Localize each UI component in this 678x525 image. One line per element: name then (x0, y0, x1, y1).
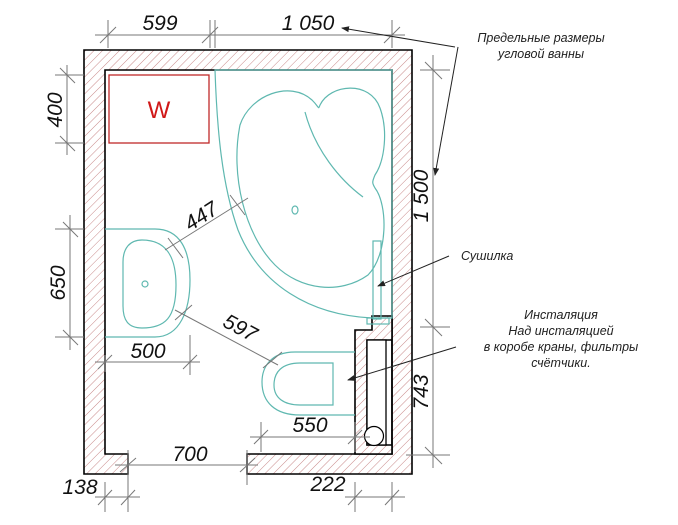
bath-limits-note-line2: угловой ванны (497, 47, 584, 61)
dim-right-lower: 743 (410, 374, 433, 409)
bath-outline (214, 69, 393, 319)
dimension-lines (55, 20, 450, 512)
toilet-outer (261, 351, 355, 416)
dim-right-main: 1 500 (410, 169, 433, 222)
dimension-labels: 599 1 050 400 650 500 447 597 1 500 743 … (44, 12, 433, 499)
install-note-line1: Инсталяция (524, 308, 598, 322)
dim-sink-to-bath: 447 (181, 197, 224, 236)
towel-dryer (366, 240, 390, 325)
sink-drain-icon (141, 280, 149, 288)
dim-sink-to-toilet: 597 (219, 310, 262, 347)
walls (83, 49, 413, 475)
annotations: Предельные размеры угловой ванны Сушилка… (461, 31, 638, 370)
bath-drain-icon (291, 205, 299, 215)
washer-label: W (148, 97, 171, 124)
bath-ridge (304, 111, 364, 198)
dryer-base (366, 317, 390, 325)
bath-limits-note-line1: Предельные размеры (477, 31, 604, 45)
bath-basin (236, 87, 386, 288)
sink-outer (105, 228, 191, 338)
dim-sink-width: 500 (130, 340, 165, 363)
install-note-line4: счётчики. (531, 356, 590, 370)
install-note-line2: Над инсталяцией (508, 324, 613, 338)
toilet-seat (273, 362, 334, 406)
washbasin (105, 228, 191, 338)
dim-bottom-left: 138 (62, 476, 97, 499)
dim-toilet-clearance: 550 (292, 414, 327, 437)
washer-outline (108, 74, 210, 144)
dim-left-top: 400 (44, 92, 67, 127)
sink-bowl (122, 239, 177, 329)
install-note-line3: в коробе краны, фильтры (484, 340, 638, 354)
washing-machine: W (108, 74, 210, 144)
annotation-leaders (341, 26, 459, 381)
dim-bottom-right: 222 (309, 473, 345, 496)
dryer-body (372, 240, 382, 320)
dim-left-middle: 650 (47, 265, 70, 300)
dim-top-right: 1 050 (282, 12, 335, 35)
toilet (261, 351, 355, 416)
dim-door-opening: 700 (172, 443, 207, 466)
drain-pipe-icon (363, 425, 385, 447)
corner-bathtub (214, 69, 393, 319)
dryer-note: Сушилка (461, 249, 513, 263)
dim-top-left: 599 (142, 12, 177, 35)
